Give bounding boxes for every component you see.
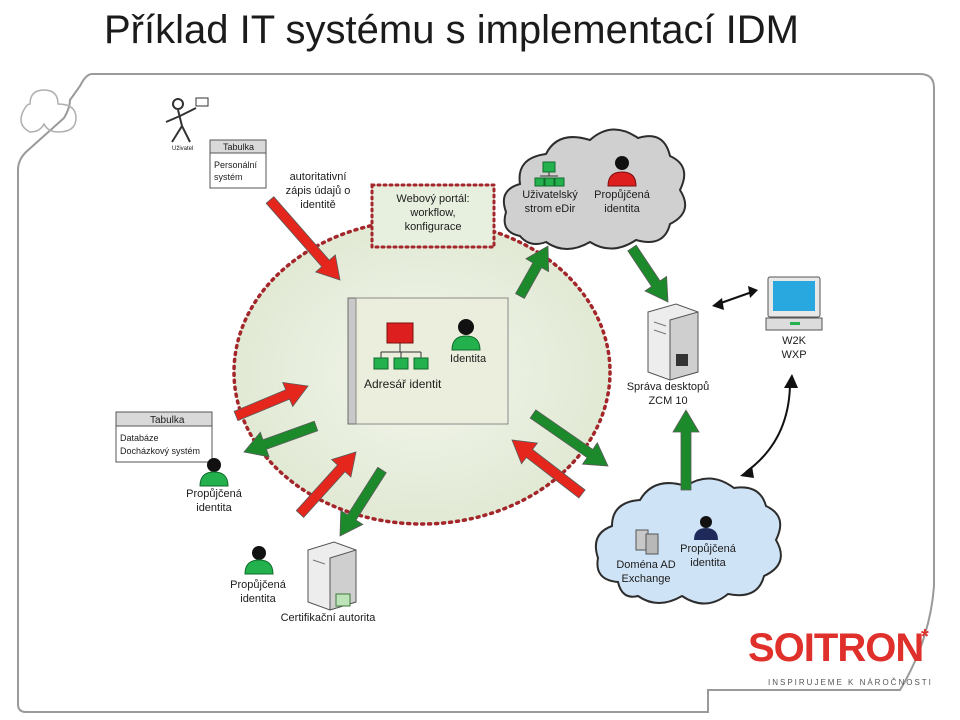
logo-star: * <box>921 626 929 648</box>
arrow-ca-to-core <box>295 451 357 518</box>
attendance-identity-label-1: Propůjčená <box>186 488 243 500</box>
edir-cloud: Uživatelský strom eDir Propůjčená identi… <box>502 128 687 250</box>
workstation-label-2: WXP <box>781 349 806 361</box>
domain-servers-icon <box>635 529 659 555</box>
edir-tree-label-1: Uživatelský <box>522 189 578 201</box>
edir-tree-label-2: strom eDir <box>525 203 576 215</box>
attendance-identity-label-2: identita <box>196 502 232 514</box>
attendance-table-line-2: Docházkový systém <box>120 446 200 456</box>
attendance-table-header: Tabulka <box>150 415 185 426</box>
ad-cloud: Propůjčená identita Doména AD Exchange <box>594 477 782 605</box>
arrow-workstation-ad-head-2 <box>740 466 754 478</box>
hr-table-line-2: systém <box>214 172 243 182</box>
attendance-identity-person-icon <box>199 458 229 487</box>
certificate-icon <box>335 593 351 607</box>
edir-identity-label-1: Propůjčená <box>594 189 651 201</box>
desktop-management-server: Správa desktopů ZCM 10 <box>627 303 710 407</box>
web-portal: Webový portál: workflow, konfigurace <box>370 183 496 249</box>
workstation-label-1: W2K <box>782 335 807 347</box>
arrow-ad-to-core <box>511 439 586 499</box>
logo-wordmark: SOITRON <box>748 626 924 670</box>
soitron-logo: SOITRON * INSPIRUJEME K NÁROČNOSTI <box>748 626 948 696</box>
logo-tagline: INSPIRUJEME K NÁROČNOSTI <box>768 678 933 687</box>
arrow-desktop-mgmt-workstation <box>717 291 753 305</box>
arrow-workstation-ad-head-1 <box>784 374 798 388</box>
arrow-core-to-ad <box>529 409 609 467</box>
ca-server-icon <box>307 541 357 611</box>
identity-directory: Identita Adresář identit <box>347 297 509 425</box>
arrow-core-to-attendance <box>243 420 319 458</box>
authoritative-note-2: zápis údajů o <box>286 185 351 197</box>
ad-domain-label-2: Exchange <box>622 573 671 585</box>
ad-identity-label-1: Propůjčená <box>680 543 737 555</box>
web-portal-line-1: Webový portál: <box>396 193 469 205</box>
arrow-core-to-edir <box>515 245 550 299</box>
arrow-hr-to-directory <box>265 196 341 281</box>
hr-system: Uživatel Tabulka Personální systém <box>165 97 267 189</box>
certificate-authority: Propůjčená identita Certifikační autorit… <box>230 541 377 624</box>
web-portal-line-2: workflow, <box>409 207 455 219</box>
ca-identity-label-2: identita <box>240 593 276 605</box>
user-figure-label: Uživatel <box>172 146 193 152</box>
ca-server-label: Certifikační autorita <box>281 612 377 624</box>
corner-ornament <box>20 89 77 133</box>
ad-identity-person-icon <box>694 516 718 540</box>
arrow-ad-to-desktop-mgmt <box>672 409 700 491</box>
attendance-system: Tabulka Databáze Docházkový systém Propů… <box>115 411 243 514</box>
attendance-table-line-1: Databáze <box>120 433 159 443</box>
arrow-desktop-mgmt-workstation-head-2 <box>748 286 758 298</box>
desktop-mgmt-label-1: Správa desktopů <box>627 381 710 393</box>
user-figure-icon <box>165 97 209 143</box>
slide-frame <box>17 73 935 713</box>
edir-identity-label-2: identita <box>604 203 640 215</box>
web-portal-line-3: konfigurace <box>405 221 462 233</box>
arrow-workstation-ad <box>745 381 791 473</box>
arrow-attendance-to-core <box>233 382 309 422</box>
workstation-pc: W2K WXP <box>765 276 823 361</box>
directory-label: Adresář identit <box>364 377 442 391</box>
identity-person-icon <box>451 319 481 351</box>
ad-identity-label-2: identita <box>690 557 726 569</box>
org-tree-icon <box>373 322 429 370</box>
arrow-desktop-mgmt-workstation-head-1 <box>712 298 724 310</box>
identity-label: Identita <box>450 353 487 365</box>
arrow-edir-to-desktop-mgmt <box>627 244 669 303</box>
ca-identity-person-icon <box>244 546 274 575</box>
authoritative-note-1: autoritativní <box>290 171 347 183</box>
edir-identity-person-icon <box>607 156 637 187</box>
slide-title: Příklad IT systému s implementací IDM <box>104 8 799 52</box>
hr-table-line-1: Personální <box>214 160 258 170</box>
user-tree-icon <box>534 161 565 187</box>
arrows-layer <box>233 196 798 537</box>
ad-domain-label-1: Doména AD <box>616 559 675 571</box>
authoritative-note-3: identitě <box>300 199 335 211</box>
hr-table-header: Tabulka <box>223 142 254 152</box>
ca-identity-label-1: Propůjčená <box>230 579 287 591</box>
arrow-core-to-ca <box>339 466 387 537</box>
desktop-mgmt-label-2: ZCM 10 <box>648 395 687 407</box>
